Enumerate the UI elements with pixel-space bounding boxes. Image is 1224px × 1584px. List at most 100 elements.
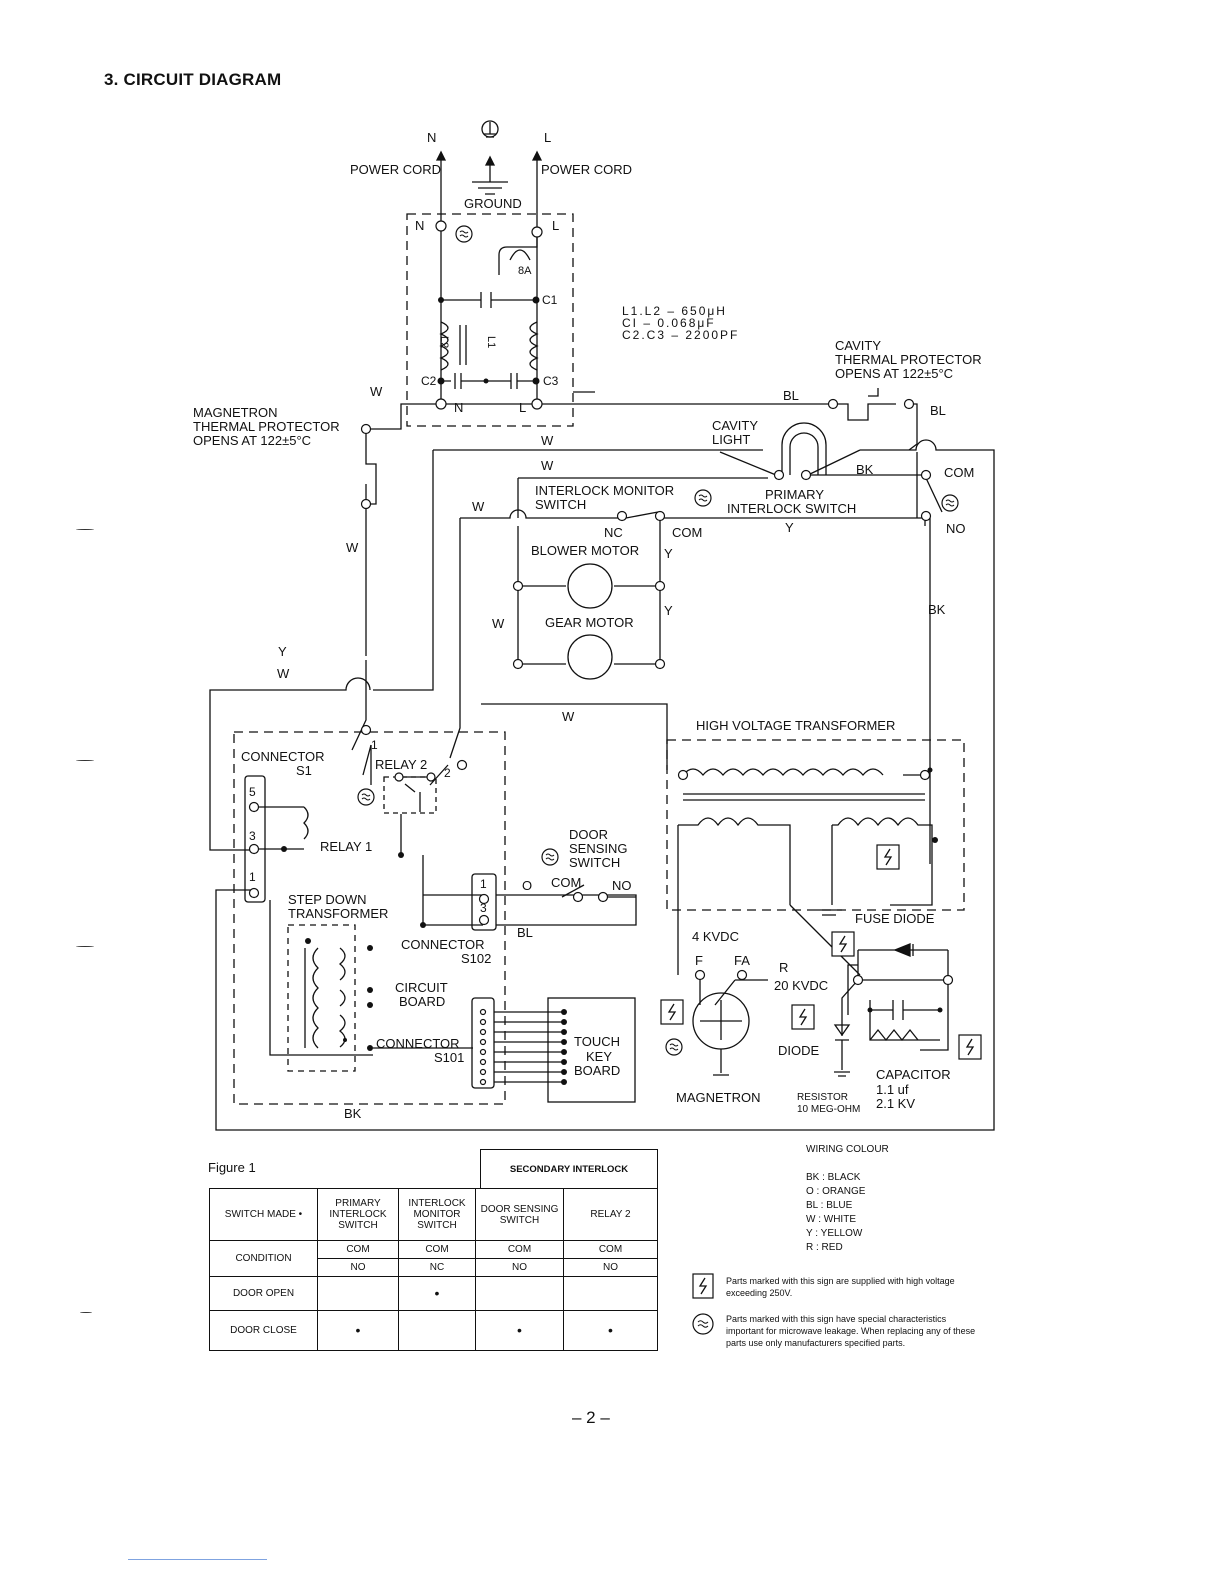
page-title: 3. CIRCUIT DIAGRAM [104,70,282,89]
spec-inductor: L1.L2 – 650μH [622,304,727,318]
wire-y: Y [664,546,673,561]
wiring-colour-legend: WIRING COLOUR BK : BLACK O : ORANGE BL :… [806,1143,889,1255]
label-com: COM [672,525,702,540]
resistor-label: RESISTOR [797,1092,848,1103]
wire-bl: BL [930,403,946,418]
wire-w: W [541,433,554,448]
wires [209,120,995,1131]
legend-item: W : WHITE [806,1214,856,1225]
label-l2: L2 [438,336,450,348]
magnetron-thermal-label: OPENS AT 122±5°C [193,433,311,448]
leakage-sign-icon [455,225,473,243]
legend-item: O : ORANGE [806,1186,866,1197]
wire-w: W [562,709,575,724]
leakage-sign-icon [541,848,559,866]
figure-label: Figure 1 [208,1160,256,1175]
relay2-label: RELAY 2 [375,757,427,772]
table-header-cell: DOOR SENSING SWITCH [475,1188,564,1241]
label-o: O [522,878,532,893]
resistor-label: 10 MEG-OHM [797,1104,860,1115]
table-cell: COM [398,1240,476,1259]
high-voltage-sign-icon [660,999,684,1025]
legend-item: R : RED [806,1242,843,1253]
cavity-light-label: CAVITY [712,418,758,433]
hv-note: Parts marked with this sign are supplied… [726,1276,955,1298]
label-power-cord: POWER CORD [541,162,632,177]
table-cell: NO [317,1258,399,1277]
margin-mark [80,1312,92,1313]
capacitor-value: 2.1 KV [876,1096,915,1111]
step-down-label: TRANSFORMER [288,906,388,921]
leakage-sign-icon [357,788,375,806]
connector-s1-label: S1 [296,763,312,778]
step-down-label: STEP DOWN [288,892,367,907]
label-nc: NC [604,525,623,540]
pin-label: 1 [480,877,487,891]
wire-bl: BL [783,388,799,403]
label-n: N [427,130,436,145]
label-n: N [415,218,424,233]
table-header-cell: INTERLOCK MONITOR SWITCH [398,1188,476,1241]
label-fuse: 8A [518,265,532,277]
gear-motor-label: GEAR MOTOR [545,615,634,630]
table-cell: NO [475,1258,564,1277]
wire-w: W [541,458,554,473]
spec-c1: CI – 0.068μF [622,316,716,330]
connector-s101-label: CONNECTOR [376,1036,460,1051]
wire-bk: BK [344,1106,362,1121]
relay2-pin: 2 [444,766,451,780]
connector-s1-label: CONNECTOR [241,749,325,764]
wire-w: W [492,616,505,631]
wire-bk: BK [856,462,874,477]
legend-item: Y : YELLOW [806,1228,863,1239]
interlock-monitor-label: SWITCH [535,497,586,512]
table-cell: • [317,1310,399,1351]
wire-y: Y [785,520,794,535]
label-no: NO [612,878,632,893]
table-cell [475,1276,564,1311]
high-voltage-sign-icon [831,931,855,957]
table-cell: NC [398,1258,476,1277]
legend-item: BL : BLUE [806,1200,853,1211]
relay2-pin: 1 [371,738,378,752]
magnetron-thermal-label: MAGNETRON [193,405,278,420]
wire-w: W [472,499,485,514]
label-l: L [544,130,551,145]
wire-y: Y [664,603,673,618]
cavity-light-label: LIGHT [712,432,750,447]
label-com: COM [944,465,974,480]
high-voltage-sign-icon [958,1034,982,1060]
magnetron-thermal-label: THERMAL PROTECTOR [193,419,340,434]
pin-label: 1 [249,870,256,884]
page-number: – 2 – [572,1408,610,1427]
interlock-monitor-label: INTERLOCK MONITOR [535,483,674,498]
touch-key-label: TOUCH [574,1034,620,1049]
door-sensing-label: SWITCH [569,855,620,870]
label-l1: L1 [485,336,497,348]
label-c1: C1 [542,293,558,307]
wire-bl: BL [517,925,533,940]
legend-item: BK : BLACK [806,1172,861,1183]
label-l: L [552,218,559,233]
legend-title: WIRING COLOUR [806,1144,889,1155]
table-cell: COM [317,1240,399,1259]
label-20kvdc: 20 KVDC [774,978,828,993]
table-cell [563,1276,658,1311]
circuit-board-label: CIRCUIT [395,980,448,995]
magnetron-label: MAGNETRON [676,1090,761,1105]
leakage-sign-icon [941,494,959,512]
table-cell: • [398,1276,476,1311]
table-cell [398,1310,476,1351]
high-voltage-sign-icon [692,1273,714,1299]
primary-interlock-label: PRIMARY [765,487,824,502]
cavity-thermal-label: THERMAL PROTECTOR [835,352,982,367]
blower-motor-label: BLOWER MOTOR [531,543,639,558]
table-cell [317,1276,399,1311]
table-cell: COM [563,1240,658,1259]
label-c2: C2 [421,374,437,388]
leakage-note: Parts marked with this sign have special… [726,1314,976,1348]
label-no: NO [946,521,966,536]
connector-s102-label: CONNECTOR [401,937,485,952]
capacitor-label: CAPACITOR [876,1067,951,1082]
table-row: SWITCH MADE • PRIMARY INTERLOCK SWITCH I… [209,1188,658,1241]
